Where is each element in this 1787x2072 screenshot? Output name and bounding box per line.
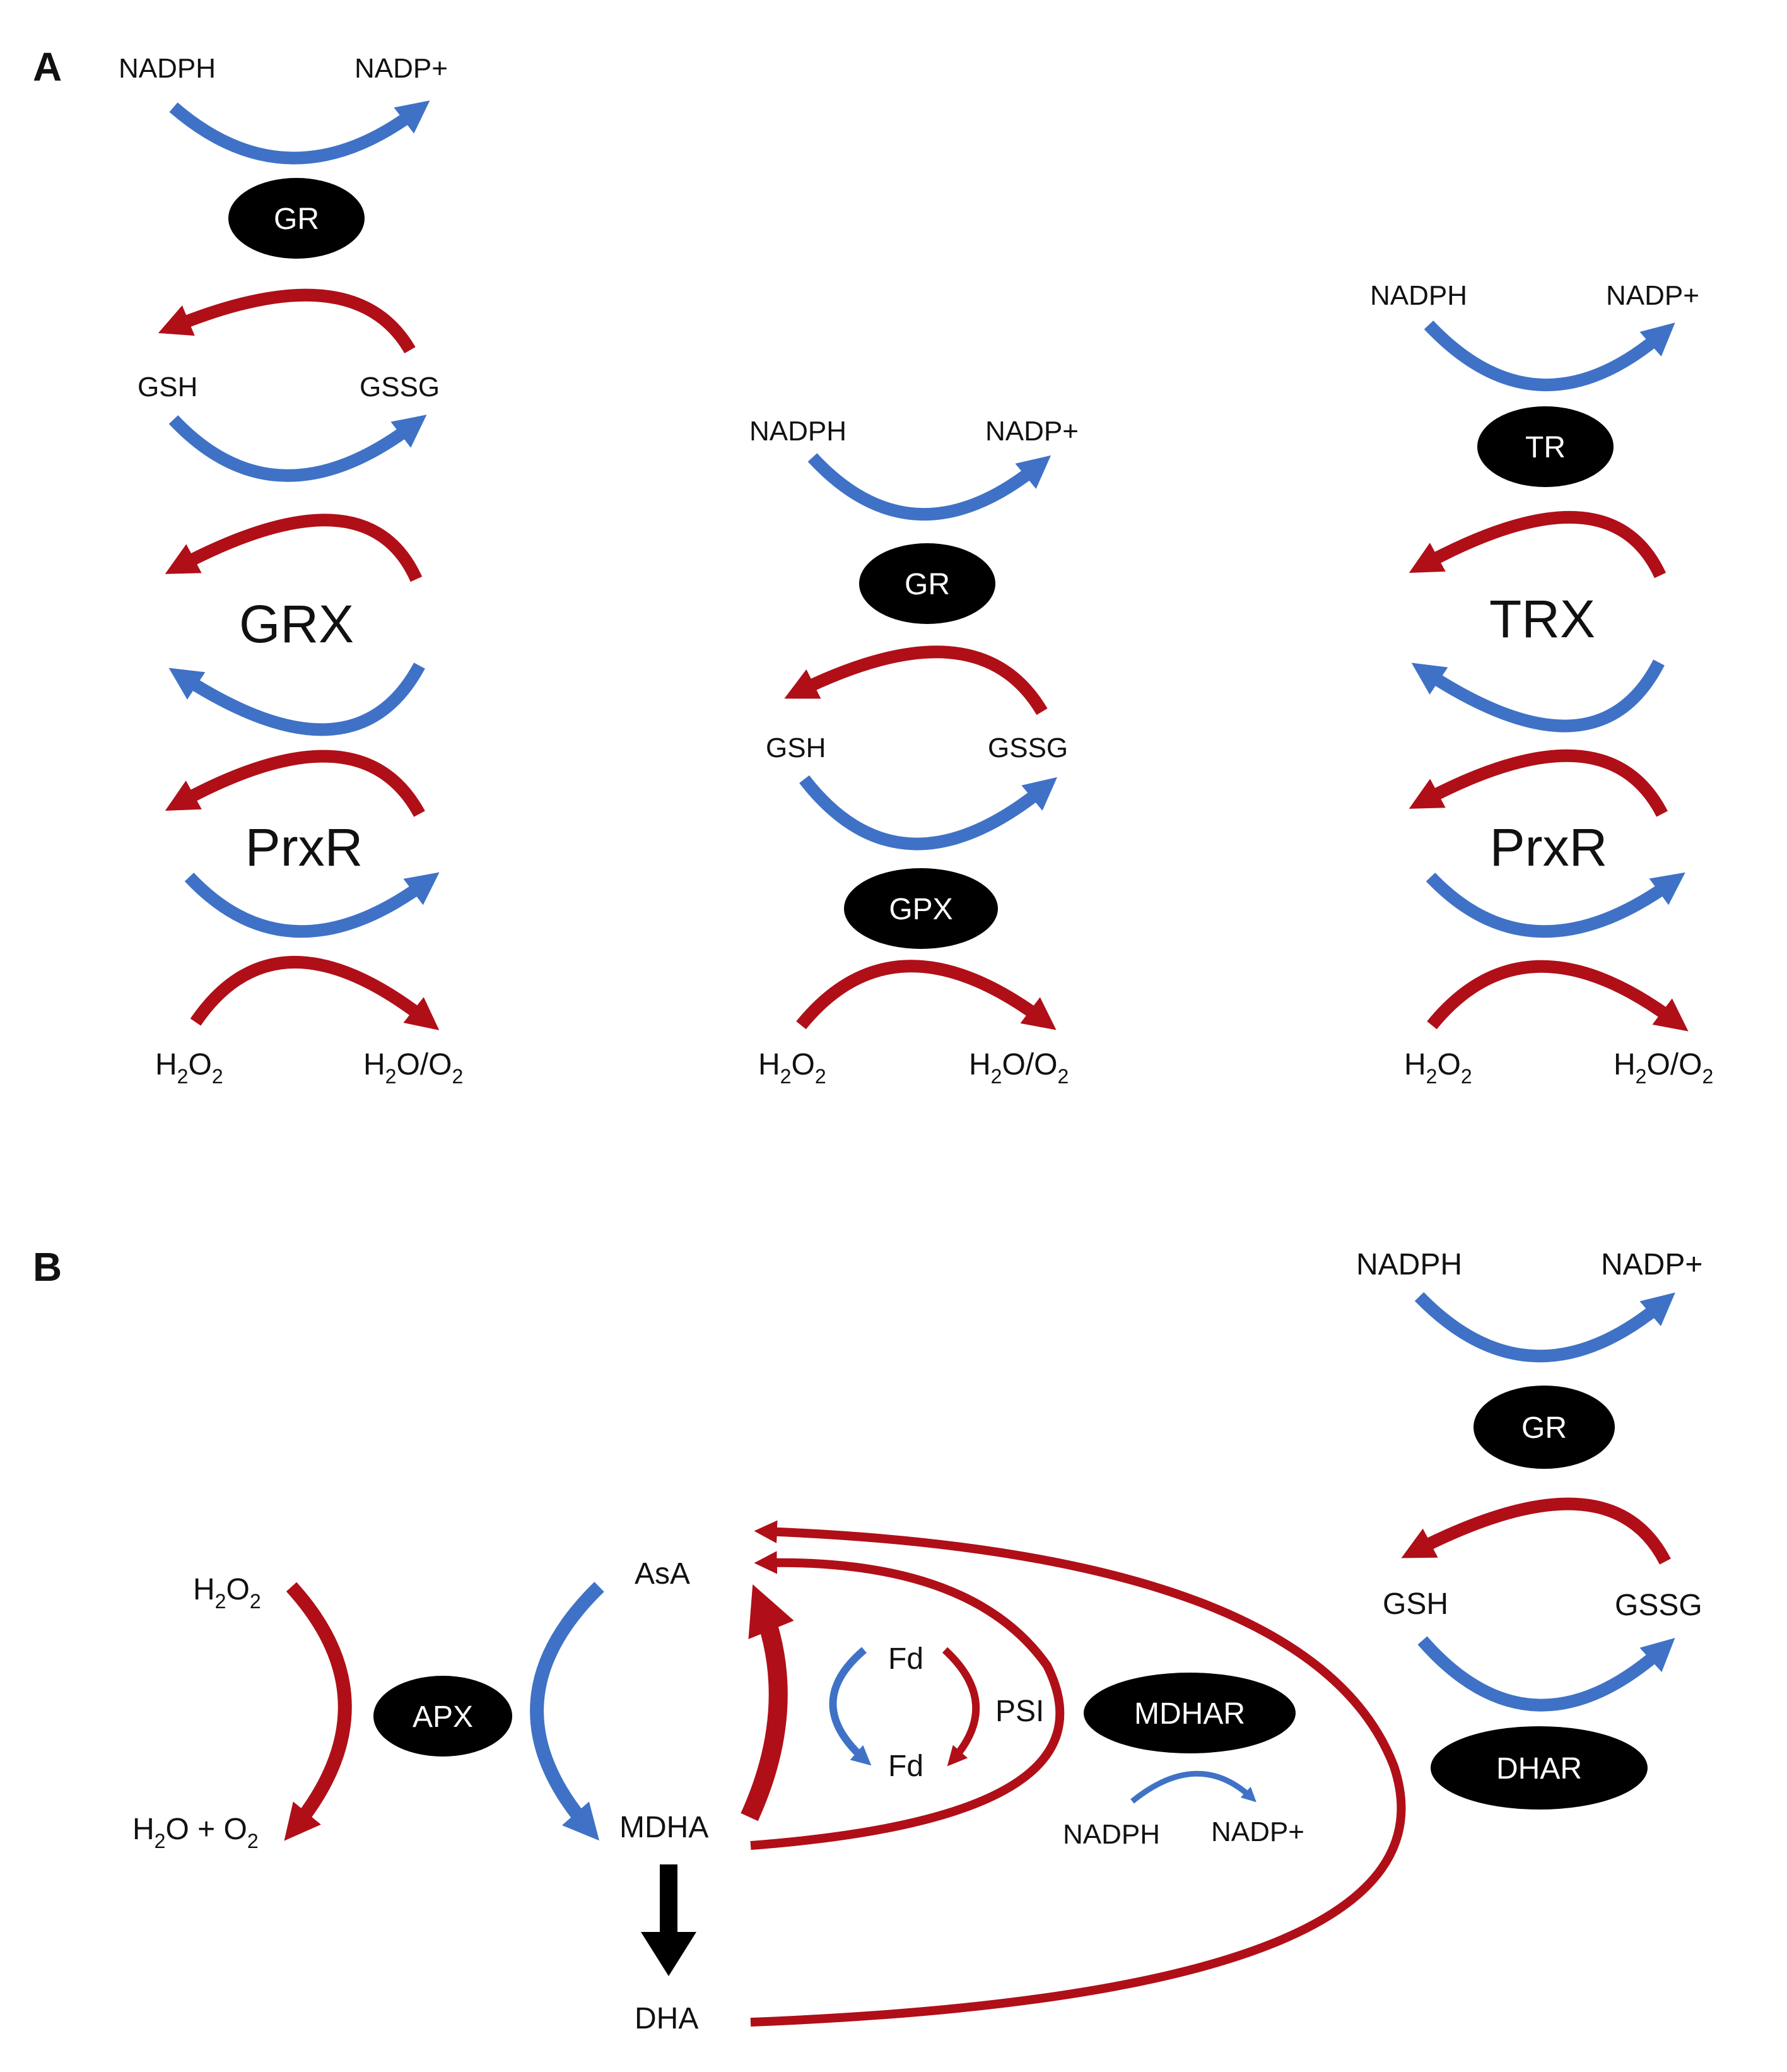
b-asa-label: AsA xyxy=(635,1557,690,1591)
b-fd-red-arrow xyxy=(942,1647,980,1767)
grx-h2o2-label: H2O2 xyxy=(155,1048,223,1088)
trx-h2o2-to-h2o-arrow xyxy=(1427,960,1689,1032)
grx-nadph-label: NADPH xyxy=(119,53,216,84)
trx-red-arrow-prxr xyxy=(1409,749,1668,817)
panel-b-label: B xyxy=(33,1244,62,1290)
gpx-nadph-label: NADPH xyxy=(749,416,847,447)
gpx-h2o2-label: H2O2 xyxy=(758,1048,826,1088)
gpx-nadp-label: NADP+ xyxy=(985,416,1079,447)
grx-gsh-label: GSH xyxy=(138,372,197,403)
b-h2o2-label: H2O2 xyxy=(193,1573,261,1613)
b-dhar-label: DHAR xyxy=(1496,1752,1582,1786)
ascorbate-glutathione-cycle: H2O2 H2O + O2 APX AsA MDHA DHA Fd Fd PSI… xyxy=(132,1248,1702,2035)
trx-tr-label: TR xyxy=(1525,431,1566,464)
grx-h2o-o2-label: H2O/O2 xyxy=(363,1048,463,1088)
b-gssg-label: GSSG xyxy=(1615,1589,1702,1622)
b-mdhar-label: MDHAR xyxy=(1134,1697,1245,1731)
b-apx-label: APX xyxy=(413,1700,473,1734)
trx-blue-arrow-lower xyxy=(1411,659,1665,733)
grx-prxr-blue-arrow xyxy=(184,872,440,938)
gpx-enzyme-label: GPX xyxy=(889,893,952,926)
b-fd-bottom-label: Fd xyxy=(888,1750,923,1783)
trx-pathway: NADPH NADP+ TR TRX PrxR H2O2 H2O/O2 xyxy=(1370,280,1713,1088)
trx-h2o2-label: H2O2 xyxy=(1404,1048,1472,1088)
b-mdha-to-asa-thick-arrow xyxy=(741,1584,794,1822)
gpx-gssg-label: GSSG xyxy=(988,733,1068,763)
trx-prxr-blue-arrow xyxy=(1426,872,1685,938)
b-fd-blue-arrow xyxy=(829,1647,872,1766)
b-nadph-to-nadp-arrow xyxy=(1414,1292,1675,1363)
b-fd-top-label: Fd xyxy=(888,1642,923,1676)
gpx-gsh-to-gssg-arrow xyxy=(799,775,1058,851)
b-apx-enzyme: APX xyxy=(373,1676,512,1757)
b-gsh-to-gssg-arrow xyxy=(1417,1636,1675,1712)
b-mdhar-nadp-label: NADP+ xyxy=(1211,1816,1304,1847)
b-mdha-to-dha-arrow xyxy=(641,1864,696,1976)
b-mdhar-enzyme: MDHAR xyxy=(1084,1673,1296,1753)
b-gr-enzyme: GR xyxy=(1474,1386,1615,1469)
grx-gr-enzyme: GR xyxy=(228,178,365,259)
b-nadp-label: NADP+ xyxy=(1601,1248,1702,1281)
b-gssg-to-gsh-arrow xyxy=(1401,1497,1671,1565)
trx-h2o-o2-label: H2O/O2 xyxy=(1614,1048,1713,1088)
gpx-pathway: NADPH NADP+ GR GSH GSSG GPX H2O2 H2O/O2 xyxy=(749,416,1079,1088)
b-dha-label: DHA xyxy=(635,2002,698,2035)
trx-nadp-label: NADP+ xyxy=(1606,280,1699,311)
trx-nadph-to-nadp-arrow xyxy=(1424,321,1675,391)
b-dha-to-asa-arrow xyxy=(750,1520,1406,2027)
panel-a-label: A xyxy=(33,44,62,90)
grx-h2o2-to-h2o-arrow xyxy=(190,956,440,1030)
b-h2o2-to-h2o-arrow xyxy=(284,1582,352,1841)
gpx-gsh-label: GSH xyxy=(766,733,826,763)
b-nadph-label: NADPH xyxy=(1356,1248,1462,1281)
grx-gssg-to-gsh-arrow xyxy=(158,288,416,354)
grx-gsh-to-gssg-arrow xyxy=(168,415,427,482)
b-mdhar-loop-arrow xyxy=(750,1551,1065,1850)
gpx-gssg-to-gsh-arrow xyxy=(784,645,1048,715)
b-gr-label: GR xyxy=(1521,1411,1567,1445)
b-h2o-o2-label: H2O + O2 xyxy=(132,1813,259,1852)
gpx-h2o-o2-label: H2O/O2 xyxy=(969,1048,1069,1088)
gpx-enzyme: GPX xyxy=(844,868,998,949)
grx-blue-arrow-lower xyxy=(168,662,425,736)
gpx-nadph-to-nadp-arrow xyxy=(807,453,1052,521)
trx-label: TRX xyxy=(1489,589,1595,649)
b-dhar-enzyme: DHAR xyxy=(1431,1726,1648,1810)
grx-red-arrow-prxr xyxy=(165,750,425,817)
grx-red-arrow-upper xyxy=(165,514,423,582)
b-mdhar-nadph-arrow xyxy=(1130,1770,1257,1804)
gpx-gr-label: GR xyxy=(905,568,950,601)
trx-prxr-label: PrxR xyxy=(1490,818,1608,877)
b-mdha-label: MDHA xyxy=(619,1811,708,1844)
b-gsh-label: GSH xyxy=(1383,1587,1448,1621)
grx-gr-label: GR xyxy=(274,203,319,236)
trx-nadph-label: NADPH xyxy=(1370,280,1467,311)
gpx-h2o2-to-h2o-arrow xyxy=(796,960,1057,1030)
trx-red-arrow-upper xyxy=(1409,511,1667,579)
b-psi-label: PSI xyxy=(995,1695,1044,1728)
trx-tr-enzyme: TR xyxy=(1477,406,1614,487)
grx-prxr-label: PrxR xyxy=(245,818,363,877)
b-asa-to-mdha-arrow xyxy=(530,1582,604,1841)
grx-gssg-label: GSSG xyxy=(360,372,440,403)
grx-nadph-to-nadp-arrow xyxy=(169,100,430,165)
gpx-gr-enzyme: GR xyxy=(859,543,995,624)
grx-pathway: NADPH NADP+ GR GSH GSSG GRX PrxR H2O2 H2… xyxy=(119,53,463,1088)
grx-nadp-label: NADP+ xyxy=(354,53,448,84)
b-mdhar-nadph-label: NADPH xyxy=(1063,1819,1160,1850)
grx-label: GRX xyxy=(239,594,354,654)
